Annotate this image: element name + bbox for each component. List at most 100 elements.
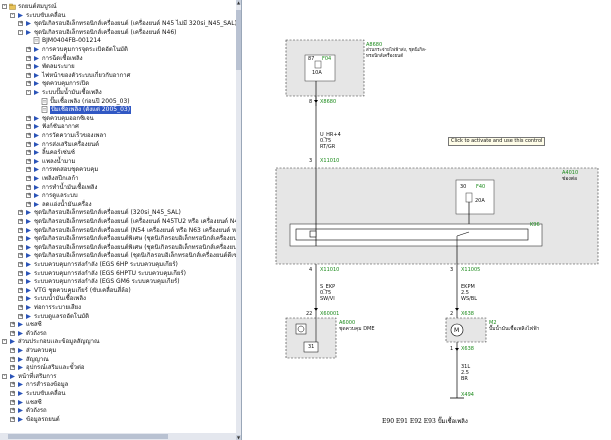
expand-toggle-icon[interactable]: + xyxy=(26,157,32,164)
tree-item[interactable]: +ระบบดูแลรถอัตโนมัติ xyxy=(0,313,236,321)
tree-item[interactable]: +ระบบขับเคลื่อน xyxy=(0,390,236,398)
expand-toggle-icon[interactable]: + xyxy=(26,80,32,87)
expand-toggle-icon[interactable]: + xyxy=(26,71,32,78)
collapse-toggle-icon[interactable]: - xyxy=(10,11,15,18)
expand-toggle-icon[interactable]: + xyxy=(18,235,24,242)
expand-toggle-icon[interactable]: + xyxy=(10,329,16,336)
tree-item[interactable]: -ชุดนิเกิลรอบอิเล็กทรอนิกส์เครื่องยนต์ (… xyxy=(0,29,236,37)
expand-toggle-icon[interactable]: + xyxy=(26,123,32,130)
tree-item[interactable]: +การทำน้ำมันเชื้อเพลิง xyxy=(0,184,236,192)
collapse-toggle-icon[interactable]: - xyxy=(2,338,7,345)
collapse-toggle-icon[interactable]: - xyxy=(2,372,7,379)
tree-item[interactable]: +ข้อมูลรถยนต์ xyxy=(0,416,236,424)
tree-item[interactable]: -หน้าที่เสริมการ xyxy=(0,373,236,381)
tree-item[interactable]: +ลดเเอ่งน้ำมันเครื่อง xyxy=(0,201,236,209)
tree-item[interactable]: +ระบบควบคุมการส่งกำลัง (EGS 6HP ระบบควบค… xyxy=(0,261,236,269)
expand-toggle-icon[interactable]: + xyxy=(10,398,16,405)
tree-item[interactable]: +ชุดนิเกิลรอบอิเล็กทรอนิกส์เครื่องยนต์ (… xyxy=(0,218,236,226)
expand-toggle-icon[interactable]: + xyxy=(26,175,32,181)
tree-item[interactable]: +ตัวถังรถ xyxy=(0,407,236,415)
expand-toggle-icon[interactable]: + xyxy=(26,166,32,173)
tree-item[interactable]: +ส่วนควบคุม xyxy=(0,347,236,355)
tree-item[interactable]: +ชุดนิเกิลรอบอิเล็กทรอนิกส์เครื่องยนต์ (… xyxy=(0,209,236,217)
activate-control-tooltip[interactable]: Click to activate and use this control xyxy=(448,137,546,146)
tree-item[interactable]: +การดูแลระบบ xyxy=(0,192,236,200)
expand-toggle-icon[interactable]: + xyxy=(18,20,24,27)
tree-item[interactable]: +อุปกรณ์เสริมและขั้วต่อ xyxy=(0,364,236,372)
expand-toggle-icon[interactable]: + xyxy=(26,149,32,156)
expand-toggle-icon[interactable]: + xyxy=(10,390,16,396)
collapse-toggle-icon[interactable]: - xyxy=(18,28,23,35)
tree-item[interactable]: +พัดลมระบาย xyxy=(0,63,236,71)
expand-toggle-icon[interactable]: + xyxy=(10,321,16,328)
expand-toggle-icon[interactable]: + xyxy=(26,200,32,207)
tree-item[interactable]: +ชุดนิเกิลรอบอิเล็กทรอนิกส์เครื่องยนต์พิ… xyxy=(0,244,236,252)
expand-toggle-icon[interactable]: + xyxy=(18,269,24,276)
tree-item[interactable]: +ชุดควบคุมการเปิด xyxy=(0,80,236,88)
expand-toggle-icon[interactable]: + xyxy=(10,407,16,414)
tree-item[interactable]: +ชุดควบคุมออกซิเจน xyxy=(0,115,236,123)
expand-toggle-icon[interactable]: + xyxy=(26,63,32,70)
horizontal-scroll-thumb[interactable] xyxy=(8,434,168,439)
expand-toggle-icon[interactable]: + xyxy=(18,218,24,224)
expand-toggle-icon[interactable]: + xyxy=(10,347,16,353)
expand-toggle-icon[interactable]: + xyxy=(18,286,24,293)
tree-item[interactable]: +การวัดความเร็วของเพลา xyxy=(0,132,236,140)
tree-item[interactable]: +ไฟหน้าของตัวระบบเกี่ยวกับอากาศ xyxy=(0,72,236,80)
expand-toggle-icon[interactable]: + xyxy=(18,278,24,285)
tree-item[interactable]: +สัญญาณ xyxy=(0,356,236,364)
expand-toggle-icon[interactable]: + xyxy=(26,192,32,199)
tree-item[interactable]: ปั๊มเชื้อเพลิง (ก่อนปี 2005_03) xyxy=(0,98,236,106)
tree-item[interactable]: +เเพลงน้ำมาม xyxy=(0,158,236,166)
expand-toggle-icon[interactable]: + xyxy=(10,415,16,422)
tree-vertical-scrollbar[interactable]: ▲ ▼ xyxy=(236,0,241,440)
tree-item[interactable]: +ชุดนิเกิลรอบอิเล็กทรอนิกส์เครื่องยนต์ (… xyxy=(0,252,236,260)
expand-toggle-icon[interactable]: + xyxy=(10,355,16,362)
expand-toggle-icon[interactable]: + xyxy=(18,209,24,216)
expand-toggle-icon[interactable]: + xyxy=(18,243,24,250)
tree-item[interactable]: +แชสซี xyxy=(0,321,236,329)
tree-item[interactable]: BJM0404FB-001214 xyxy=(0,37,236,45)
tree-item[interactable]: +ชุดนิเกิลรอบอิเล็กทรอนิกส์เครื่องยนต์พิ… xyxy=(0,235,236,243)
expand-toggle-icon[interactable]: + xyxy=(26,46,32,52)
expand-toggle-icon[interactable]: + xyxy=(18,304,24,310)
scroll-down-arrow-icon[interactable]: ▼ xyxy=(236,435,241,440)
expand-toggle-icon[interactable]: + xyxy=(10,364,16,371)
tree-item[interactable]: +การสำรองข้อมูล xyxy=(0,381,236,389)
tree-item[interactable]: -ส่วนประกอบเเละข้อมูลสัญญาณ xyxy=(0,338,236,346)
tree-item[interactable]: +ระบบน้ำมันเชื้อเพลิง xyxy=(0,295,236,303)
expand-toggle-icon[interactable]: + xyxy=(18,226,24,233)
expand-toggle-icon[interactable]: + xyxy=(26,183,32,190)
tree-item[interactable]: ปั๊มเชื้อเพลิง (ตั้งแต่ 2005_03) xyxy=(0,106,236,115)
tree-item[interactable]: +ระบบควบคุมการส่งกำลัง (EGS 6HPTU ระบบคว… xyxy=(0,270,236,278)
tree-item[interactable]: +แชสซี xyxy=(0,399,236,407)
expand-toggle-icon[interactable]: + xyxy=(26,114,32,121)
tree-item[interactable]: +ชุดนิเกิลรอบอิเล็กทรอนิกส์เครื่องยนต์ (… xyxy=(0,227,236,235)
wiring-diagram-panel[interactable]: M A8680 ส่วนกระจ่ายไฟฟ้าส่ง, ชุดนิเกิล- … xyxy=(242,0,611,440)
tree-item[interactable]: -รถยนต์สมบูรณ์ xyxy=(0,3,236,11)
tree-item[interactable]: -ระบบปั๊มน้ำมันเชื้อเพลิง xyxy=(0,89,236,97)
expand-toggle-icon[interactable]: + xyxy=(18,252,24,259)
tree-item[interactable]: +ระบบควบคุมการส่งกำลัง (EGS GM6 ระบบควบค… xyxy=(0,278,236,286)
expand-toggle-icon[interactable]: + xyxy=(26,54,32,61)
expand-toggle-icon[interactable]: + xyxy=(26,132,32,138)
tree-item[interactable]: +การทดสอบชุดควบคุม xyxy=(0,166,236,174)
tree-item[interactable]: +การควบคุมการจุดระเบิดอัตโนมัติ xyxy=(0,46,236,54)
tree-item[interactable]: +ฟังก์ชันอากาศ xyxy=(0,123,236,131)
tree-item[interactable]: +ชุดนิเกิลรอบอิเล็กทรอนิกส์เครื่องยนต์ (… xyxy=(0,20,236,28)
tree-item[interactable]: +การฉีดเชื้อเพลิง xyxy=(0,55,236,63)
collapse-toggle-icon[interactable]: - xyxy=(26,89,31,95)
expand-toggle-icon[interactable]: + xyxy=(18,261,24,267)
tree-item[interactable]: -ระบบขับเคลื่อน xyxy=(0,12,236,20)
tree-horizontal-scrollbar[interactable] xyxy=(0,433,236,440)
tree-item[interactable]: +เพลิงสปีกเลก้า xyxy=(0,175,236,183)
expand-toggle-icon[interactable]: + xyxy=(18,295,24,302)
expand-toggle-icon[interactable]: + xyxy=(10,381,16,388)
tree-item[interactable]: +VTG ชุดควบคุมเกียร์ (ขับเคลื่อนสี่ล้อ) xyxy=(0,287,236,295)
scroll-up-arrow-icon[interactable]: ▲ xyxy=(236,0,241,5)
expand-toggle-icon[interactable]: + xyxy=(18,312,24,319)
tree-item[interactable]: +การส่งเสริมเครื่องยนต์ xyxy=(0,141,236,149)
tree-item[interactable]: +ท่อการระบายเสียง xyxy=(0,304,236,312)
vertical-scroll-thumb[interactable] xyxy=(236,10,241,70)
tree-item[interactable]: +ตัวถังรถ xyxy=(0,330,236,338)
